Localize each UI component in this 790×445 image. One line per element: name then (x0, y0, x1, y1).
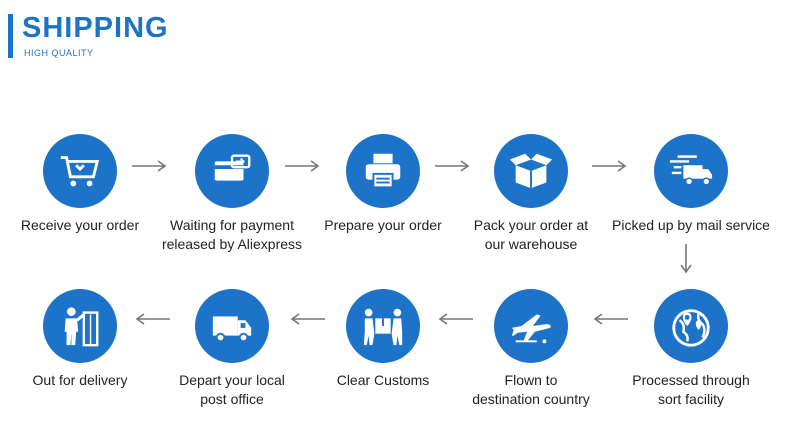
step-out-for-delivery: Out for delivery (0, 289, 160, 390)
header-accent-bar (8, 14, 13, 58)
step-icon-circle (346, 289, 420, 363)
step-label: Flown to destination country (472, 372, 590, 407)
step-prepare-order: Prepare your order (303, 134, 463, 235)
delivery-truck-icon (669, 155, 713, 186)
people-carrying-box-icon (363, 308, 403, 346)
shopping-cart-icon (60, 156, 100, 187)
step-icon-circle (654, 134, 728, 208)
step-icon-circle (43, 134, 117, 208)
step-clear-customs: Clear Customs (303, 289, 463, 390)
globe-location-icon (672, 309, 710, 347)
step-sort-facility: Processed through sort facility (611, 289, 771, 409)
open-box-icon (509, 153, 553, 189)
step-flown: Flown to destination country (451, 289, 611, 409)
step-label: Receive your order (20, 217, 140, 233)
step-label: Out for delivery (32, 372, 128, 388)
step-icon-circle (346, 134, 420, 208)
arrow-down-icon (680, 244, 692, 274)
payment-card-icon (214, 154, 251, 181)
airplane-icon (511, 314, 551, 344)
page-subtitle: HIGH QUALITY (24, 48, 94, 58)
delivery-person-icon (64, 307, 99, 347)
step-receive-order: Receive your order (0, 134, 160, 235)
printer-icon (365, 153, 401, 189)
step-pack-order: Pack your order at our warehouse (451, 134, 611, 254)
step-icon-circle (494, 134, 568, 208)
step-icon-circle (494, 289, 568, 363)
step-label: Depart your local post office (179, 372, 285, 407)
step-label: Processed through sort facility (632, 372, 750, 407)
step-waiting-payment: Waiting for payment released by Aliexpre… (152, 134, 312, 254)
arrow-left-icon (290, 313, 325, 325)
step-label: Waiting for payment released by Aliexpre… (161, 217, 303, 252)
arrow-right-icon (132, 160, 167, 172)
arrow-right-icon (592, 160, 627, 172)
step-label: Prepare your order (324, 217, 442, 233)
step-icon-circle (43, 289, 117, 363)
page-title: SHIPPING (22, 12, 169, 44)
step-picked-up: Picked up by mail service (611, 134, 771, 235)
step-icon-circle (195, 134, 269, 208)
step-icon-circle (195, 289, 269, 363)
arrow-left-icon (438, 313, 473, 325)
step-label: Picked up by mail service (612, 217, 770, 233)
van-icon (212, 316, 252, 343)
arrow-left-icon (593, 313, 628, 325)
arrow-left-icon (135, 313, 170, 325)
step-depart-post-office: Depart your local post office (152, 289, 312, 409)
arrow-right-icon (435, 160, 470, 172)
arrow-right-icon (285, 160, 320, 172)
step-icon-circle (654, 289, 728, 363)
step-label: Clear Customs (336, 372, 430, 388)
step-label: Pack your order at our warehouse (473, 217, 589, 252)
